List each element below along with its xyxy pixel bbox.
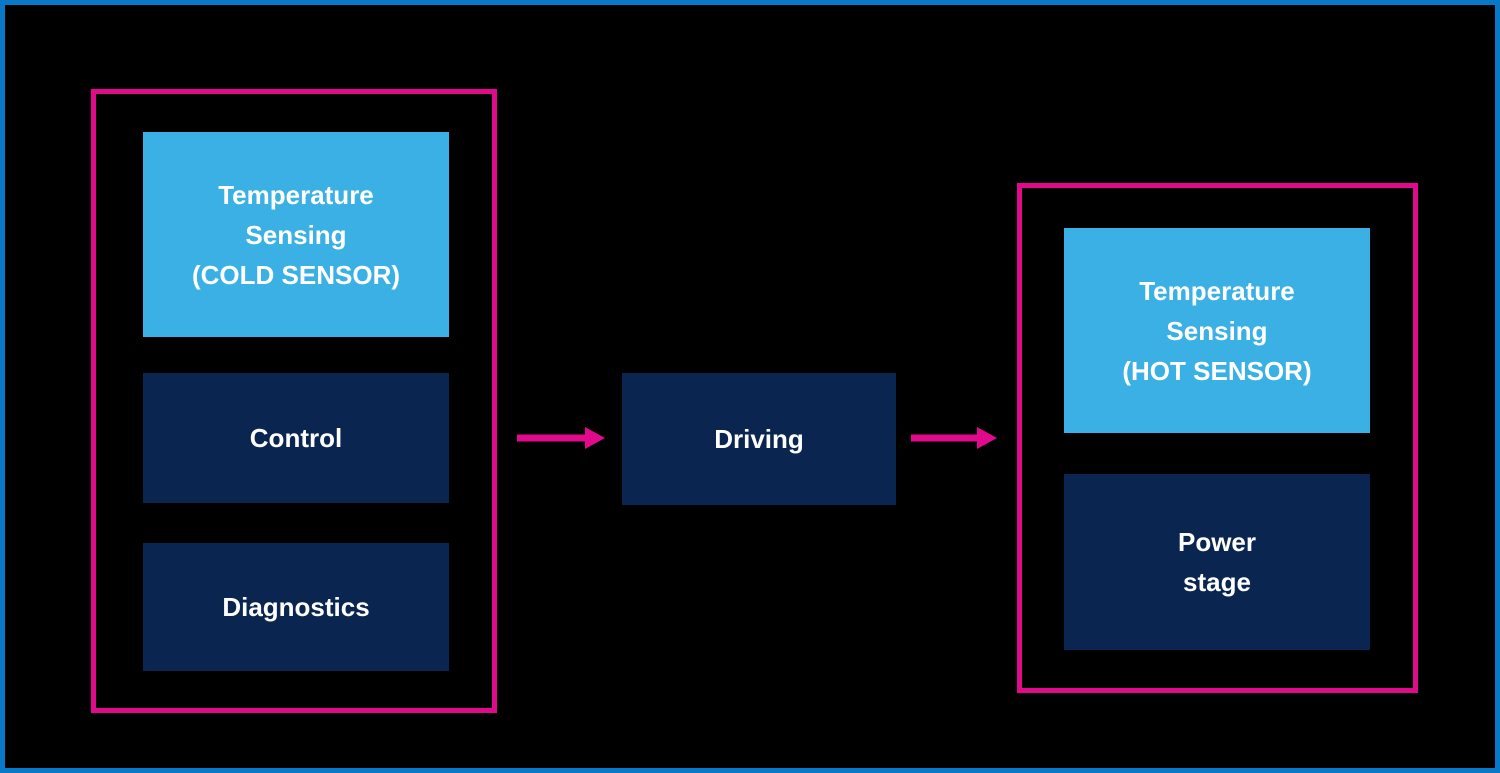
block-driving[interactable]: Driving: [622, 373, 896, 505]
block-diagnostics[interactable]: Diagnostics: [143, 543, 449, 671]
block-label: Temperature Sensing (HOT SENSOR): [1122, 275, 1312, 386]
block-label: Power stage: [1177, 527, 1257, 597]
arrow-control-to-driving-icon: [517, 426, 605, 450]
block-label: Diagnostics: [222, 592, 370, 622]
block-control[interactable]: Control: [143, 373, 449, 503]
block-temperature-sensing-cold[interactable]: Temperature Sensing (COLD SENSOR): [143, 132, 449, 337]
block-label: Temperature Sensing (COLD SENSOR): [192, 179, 400, 290]
group-hot-side: [1017, 183, 1418, 693]
arrow-driving-to-power-icon: [911, 426, 997, 450]
block-label: Control: [249, 423, 343, 453]
block-power-stage[interactable]: Power stage: [1064, 474, 1370, 650]
group-cold-side: [91, 89, 497, 713]
block-label: Driving: [714, 424, 804, 454]
block-temperature-sensing-hot[interactable]: Temperature Sensing (HOT SENSOR): [1064, 228, 1370, 433]
